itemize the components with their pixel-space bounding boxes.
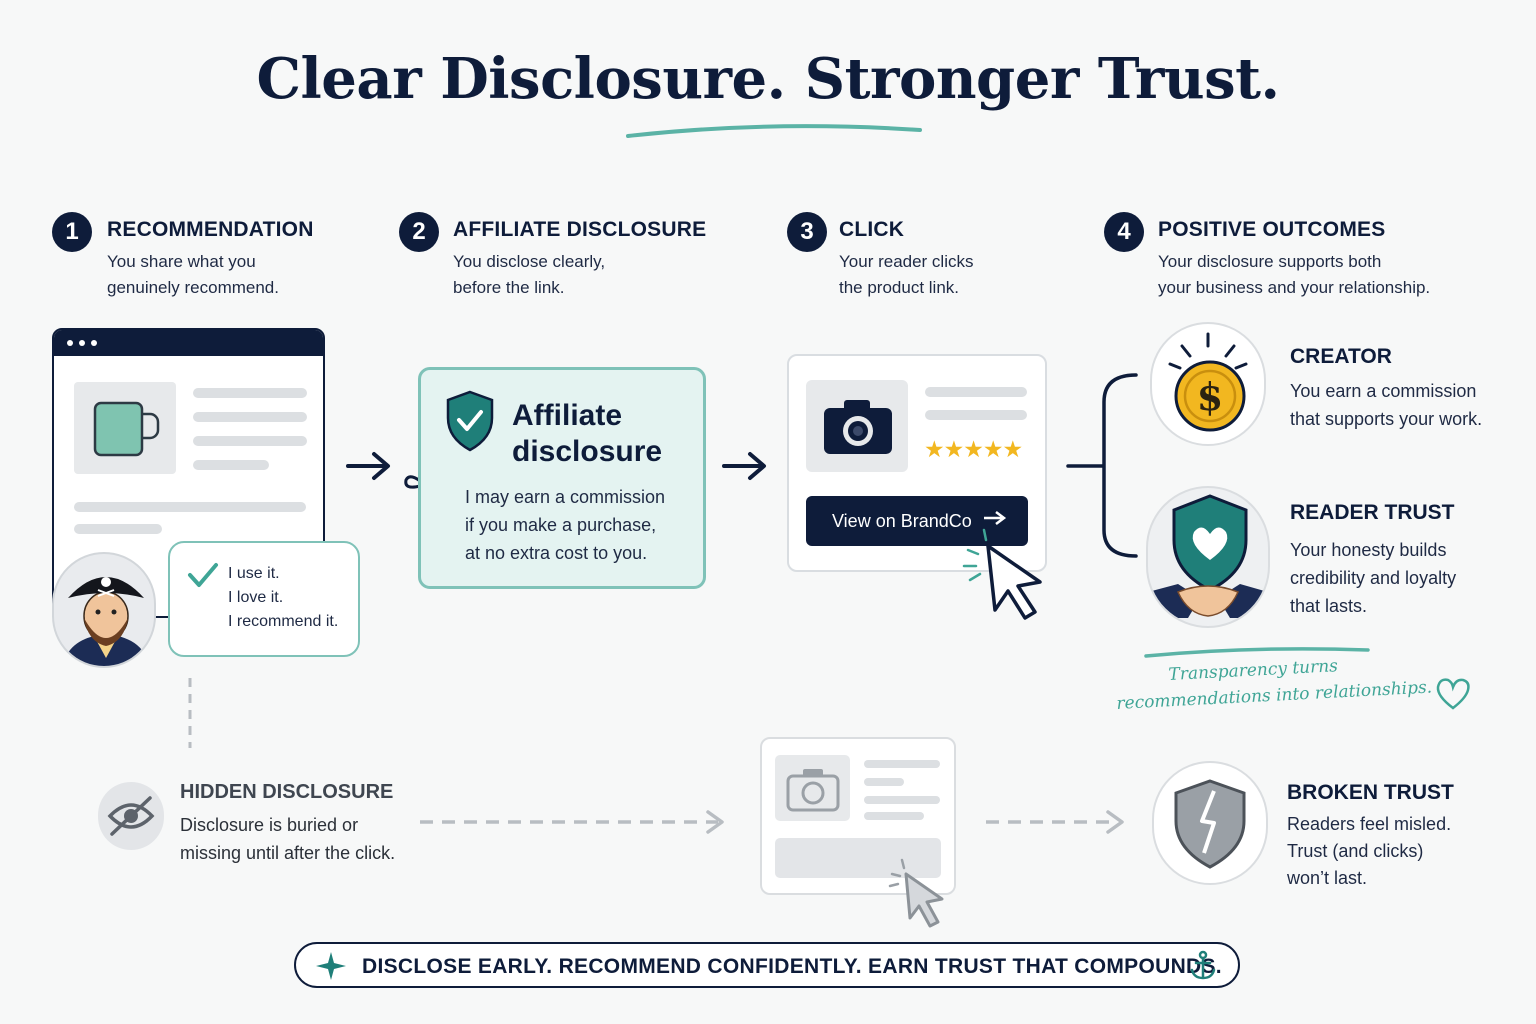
view-on-brandco-button[interactable]: View on BrandCo xyxy=(806,496,1028,546)
bubble-text: I use it. I love it. I recommend it. xyxy=(228,565,339,630)
shield-check-icon xyxy=(446,390,494,452)
hidden-disclosure-description: Disclosure is buried or missing until af… xyxy=(180,815,396,863)
product-image xyxy=(74,382,176,474)
anchor-icon xyxy=(1190,950,1216,980)
hidden-disclosure-title: HIDDEN DISCLOSURE xyxy=(180,781,394,803)
step-1-description: You share what you genuinely recommend. xyxy=(107,252,279,297)
disclosure-body: I may earn a commission if you make a pu… xyxy=(465,487,666,563)
page-title: Clear Disclosure. Stronger Trust. xyxy=(256,46,1280,112)
view-button-label: View on BrandCo xyxy=(832,511,972,531)
bottom-banner xyxy=(294,942,1240,988)
creator-title: CREATOR xyxy=(1290,345,1392,368)
disclosure-title: Affiliate disclosure xyxy=(512,399,663,468)
arrow-right-icon xyxy=(722,452,766,480)
step-4-number: 4 xyxy=(1104,212,1144,252)
broken-shield-icon xyxy=(1174,779,1246,869)
browser-titlebar xyxy=(54,330,323,356)
cursor-click-icon xyxy=(962,511,1042,620)
creator-description: You earn a commission that supports your… xyxy=(1290,381,1483,429)
camera-icon xyxy=(786,769,840,812)
mug-icon xyxy=(93,401,160,457)
checkmark-icon xyxy=(188,563,218,587)
reader-trust-badge xyxy=(1146,486,1270,628)
pirate-icon xyxy=(62,577,150,666)
hidden-product-thumbnail xyxy=(775,755,850,821)
title-underline xyxy=(626,124,922,138)
step-3-number: 3 xyxy=(787,212,827,252)
step-3-description: Your reader clicks the product link. xyxy=(839,252,974,297)
dollar-coin-icon: $ xyxy=(1168,332,1248,432)
reader-trust-description: Your honesty builds credibility and loya… xyxy=(1290,540,1457,616)
step-4-title: POSITIVE OUTCOMES xyxy=(1158,218,1386,241)
hidden-badge xyxy=(98,782,164,850)
step-2-title: AFFILIATE DISCLOSURE xyxy=(453,218,707,241)
broken-trust-description: Readers feel misled. Trust (and clicks) … xyxy=(1287,814,1452,888)
banner-text: DISCLOSE EARLY. RECOMMEND CONFIDENTLY. E… xyxy=(362,955,1222,978)
outcome-bracket xyxy=(1066,373,1138,558)
shield-heart-icon xyxy=(1148,494,1268,618)
hidden-link-placeholder xyxy=(775,838,941,878)
camera-icon xyxy=(824,400,892,454)
tagline-underline xyxy=(1144,647,1370,658)
cursor-icon xyxy=(888,858,944,928)
heart-icon xyxy=(1436,678,1470,710)
step-4-description: Your disclosure supports both your busin… xyxy=(1158,252,1431,297)
svg-text:$: $ xyxy=(1197,374,1223,419)
broken-trust-badge xyxy=(1152,761,1268,885)
dashed-arrow-icon xyxy=(986,810,1124,834)
avatar xyxy=(52,552,156,668)
creator-badge: $ xyxy=(1150,322,1266,446)
product-thumbnail xyxy=(806,380,908,472)
dashed-arrow-icon xyxy=(420,810,724,834)
step-2-description: You disclose clearly, before the link. xyxy=(453,252,606,297)
broken-trust-title: BROKEN TRUST xyxy=(1287,781,1454,804)
step-2-number: 2 xyxy=(399,212,439,252)
step-1-number: 1 xyxy=(52,212,92,252)
reader-trust-title: READER TRUST xyxy=(1290,501,1455,524)
step-3-title: CLICK xyxy=(839,218,905,241)
star-rating: ★★★★★ xyxy=(924,436,1023,462)
speech-bubble xyxy=(168,541,360,657)
dashed-connector xyxy=(188,678,192,748)
compass-star-icon xyxy=(316,952,346,980)
eye-slash-icon xyxy=(107,796,155,836)
step-1-title: RECOMMENDATION xyxy=(107,218,314,241)
tagline-line-2: recommendations into relationships. xyxy=(1116,677,1433,714)
